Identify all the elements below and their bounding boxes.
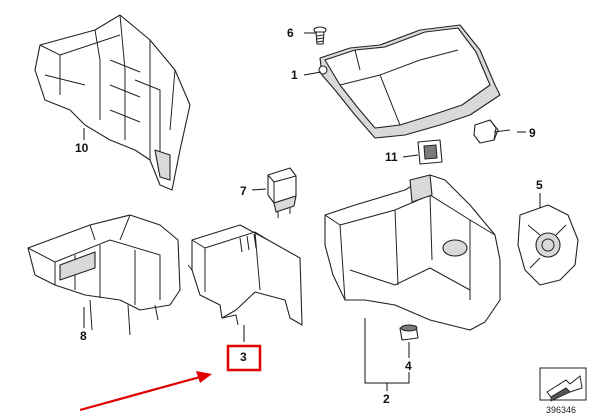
part-4-grommet [399, 324, 419, 341]
part-10-bracket [34, 14, 191, 191]
part-11-grommet [417, 139, 443, 165]
highlight-arrow [79, 371, 212, 412]
callout-1: 1 [291, 68, 298, 82]
callout-9: 9 [529, 126, 536, 140]
part-3-shield [187, 224, 303, 326]
catalog-number: 396346 [546, 405, 576, 415]
highlight-box [226, 344, 262, 372]
callout-labels: 6 1 10 11 9 7 5 8 3 4 2 [75, 26, 543, 406]
callout-8: 8 [80, 329, 87, 343]
callout-11: 11 [385, 150, 398, 164]
callout-4: 4 [405, 359, 412, 373]
callout-5: 5 [536, 178, 543, 192]
callout-7: 7 [240, 184, 247, 198]
part-9-connector [473, 119, 511, 144]
part-5-round-cover [517, 204, 579, 286]
part-7-sensor [267, 167, 297, 218]
part-6-screw [313, 26, 327, 45]
callout-10: 10 [75, 141, 89, 155]
leader-lines [83, 32, 541, 391]
callout-2: 2 [383, 392, 390, 406]
part-2-housing [324, 174, 501, 331]
catalog-stamp: 396346 [539, 367, 587, 415]
part-1-cover [318, 24, 501, 139]
part-8-tray [27, 214, 181, 336]
callout-6: 6 [287, 26, 294, 40]
callout-3: 3 [240, 350, 247, 364]
